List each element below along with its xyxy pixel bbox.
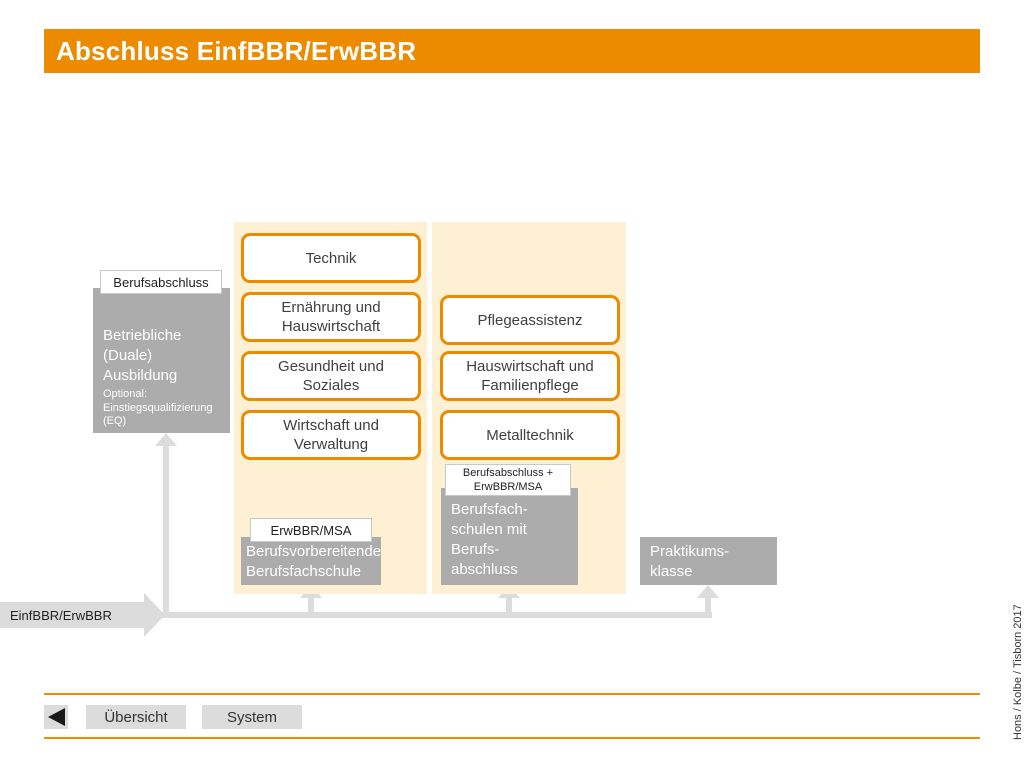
option-gesundheit: Gesundheit und Soziales: [241, 351, 421, 401]
option-ernaehrung: Ernährung und Hauswirtschaft: [241, 292, 421, 342]
option-technik: Technik: [241, 233, 421, 283]
arrow-up-betrieblich-head: [155, 433, 177, 446]
option-hauswirtschaft: Hauswirtschaft und Familienpflege: [440, 351, 620, 401]
betriebliche-ausbildung-block: Betriebliche (Duale) Ausbildung Optional…: [93, 288, 230, 433]
back-button[interactable]: [44, 705, 68, 729]
berufsfachschulen-label: Berufsfach-schulen mit Berufs-abschluss: [451, 501, 528, 578]
betriebliche-note: Optional: Einstiegsqualifizierung (EQ): [103, 388, 213, 427]
footer-rule-top: [44, 693, 980, 695]
footer-rule-bottom: [44, 737, 980, 739]
berufsvorbereitende-block: Berufsvorbereitende Berufsfachschule: [241, 537, 381, 585]
arrow-up-betrieblich-shaft: [163, 444, 169, 615]
start-label: EinfBBR/ErwBBR: [10, 608, 112, 623]
option-pflegeassistenz: Pflegeassistenz: [440, 295, 620, 345]
option-wirtschaft: Wirtschaft und Verwaltung: [241, 410, 421, 460]
berufsabschluss-badge: Berufsabschluss: [100, 270, 222, 294]
erwbbr-msa-badge: ErwBBR/MSA: [250, 518, 372, 542]
overview-button[interactable]: Übersicht: [86, 705, 186, 729]
page-title: Abschluss EinfBBR/ErwBBR: [56, 36, 417, 66]
arrow-up-praktikum-head: [697, 585, 719, 598]
arrow-up-panel1-shaft: [308, 596, 314, 615]
triangle-left-icon: [48, 708, 65, 726]
berufsabschluss-erwbbr-badge: Berufsabschluss + ErwBBR/MSA: [445, 464, 571, 496]
betriebliche-title: Betriebliche (Duale) Ausbildung: [103, 327, 182, 384]
author-credit: Hons / Kolbe / Tisborn 2017: [1012, 604, 1024, 740]
berufsfachschulen-block: Berufsfach-schulen mit Berufs-abschluss: [441, 488, 578, 585]
arrow-up-panel2-shaft: [506, 596, 512, 615]
start-arrow: [0, 593, 165, 637]
title-bar: Abschluss EinfBBR/ErwBBR: [44, 29, 980, 73]
main-line: [160, 612, 712, 618]
praktikumsklasse-label: Praktikums-klasse: [650, 543, 730, 580]
berufsvorbereitende-label: Berufsvorbereitende Berufsfachschule: [246, 543, 382, 580]
arrow-up-praktikum-shaft: [705, 596, 711, 615]
system-button[interactable]: System: [202, 705, 302, 729]
praktikumsklasse-block: Praktikums-klasse: [640, 537, 777, 585]
option-metalltechnik: Metalltechnik: [440, 410, 620, 460]
